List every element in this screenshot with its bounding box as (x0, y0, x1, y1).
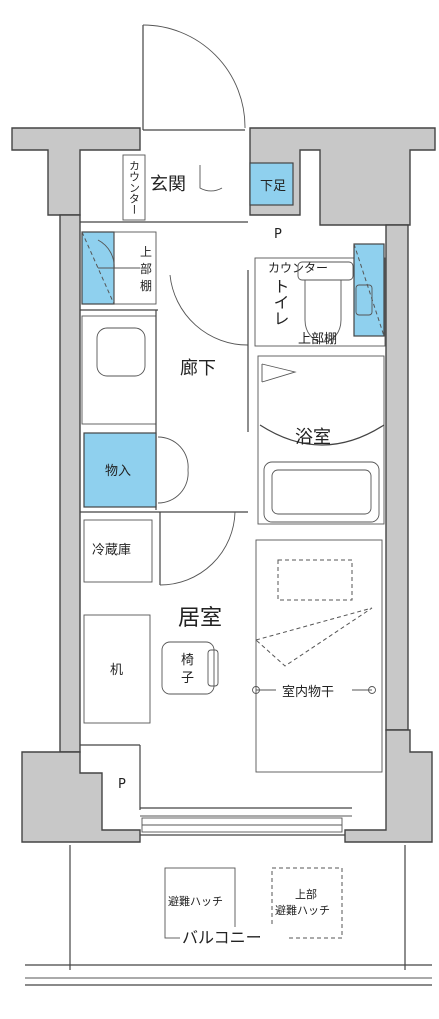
chair-label-1: 椅 (181, 653, 194, 668)
p-top-label: P (274, 227, 282, 242)
indoor-dryer-label: 室内物干 (282, 684, 334, 700)
fridge-label: 冷蔵庫 (92, 543, 131, 558)
desk-label: 机 (110, 663, 123, 678)
genkan-label: 玄関 (150, 174, 186, 195)
fridge: 冷蔵庫 (83, 519, 153, 583)
upper-shelf-left-label-2: 部 (140, 261, 152, 276)
fridge-box (83, 519, 153, 583)
upper-shelf-left: 上 部 棚 (80, 231, 158, 311)
wall-top-left (11, 127, 141, 216)
shoe-storage (249, 162, 294, 206)
walls (11, 127, 436, 843)
kitchen-unit (81, 315, 157, 425)
bed-frame (255, 539, 383, 773)
upper-hatch-label-1: 上部 (295, 887, 317, 901)
escape-hatch-label: 避難ハッチ (168, 894, 223, 908)
wall-bottom-left (21, 751, 141, 843)
toilet-boundary (254, 257, 386, 347)
living-door (159, 511, 236, 586)
chair-label-2: 子 (181, 671, 194, 686)
sink-icon (96, 327, 146, 377)
wall-right (385, 224, 409, 731)
bed: 室内物干 (252, 539, 383, 773)
pipe-space-bottom: P (80, 744, 141, 810)
storage: 物入 (80, 432, 248, 513)
entry-counter (122, 154, 146, 221)
hallway-label: 廊下 (180, 358, 216, 379)
balcony-window (140, 807, 352, 836)
entrance-door (142, 24, 246, 131)
upper-escape-hatch (271, 867, 343, 939)
shoe-storage-label: 下足 (260, 179, 286, 194)
bathroom: 浴室 (257, 355, 385, 525)
balcony-label: バルコニー (182, 928, 262, 947)
upper-hatch-label-2: 避難ハッチ (275, 903, 330, 917)
upper-shelf-left-label-1: 上 (140, 245, 152, 259)
wall-left (59, 214, 81, 753)
entry-counter-label: カウンター (128, 160, 141, 215)
wall-bottom-right (344, 729, 433, 843)
chair (161, 641, 215, 695)
storage-label: 物入 (105, 464, 131, 479)
genkan-area: カウンター 玄関 下足 P (80, 154, 294, 242)
bath-label: 浴室 (295, 427, 331, 448)
upper-shelf-left-label-3: 棚 (140, 278, 152, 293)
balcony: 避難ハッチ 上部 避難ハッチ バルコニー (25, 845, 432, 986)
desk (83, 614, 151, 724)
toilet-label: トイレ (271, 278, 290, 326)
bathtub (263, 461, 380, 523)
hallway: 廊下 (169, 270, 249, 432)
living-label: 居室 (178, 606, 222, 631)
pillow (277, 559, 353, 601)
storage-box (83, 432, 157, 508)
toilet-room: カウンター トイレ 上部棚 (254, 243, 386, 347)
p-bottom-label: P (118, 777, 126, 792)
living-room: 居室 机 椅 子 (83, 606, 222, 724)
toilet-upper-shelf-label: 上部棚 (298, 332, 337, 347)
bath-boundary (257, 355, 385, 525)
